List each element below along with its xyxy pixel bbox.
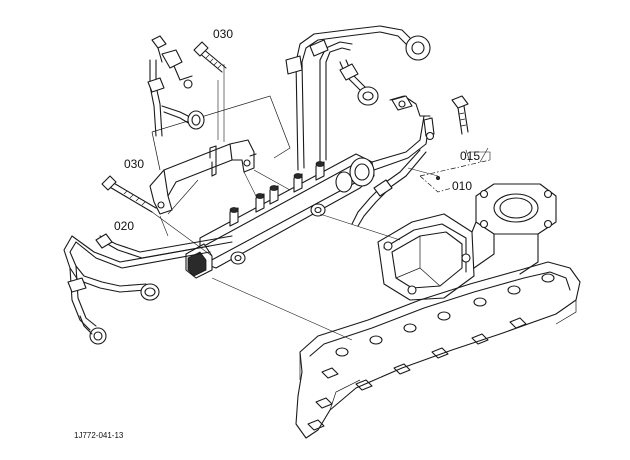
manifold-ports xyxy=(335,273,555,357)
leader-lines xyxy=(151,64,491,341)
injection-pipes-upper-right xyxy=(285,25,431,171)
callout-020: 020 xyxy=(114,219,134,233)
intake-box xyxy=(377,213,475,301)
intake-manifold xyxy=(295,183,581,439)
callout-015: 015 xyxy=(460,149,480,163)
rail-bracket xyxy=(149,139,257,215)
injection-pipes-left xyxy=(63,233,233,345)
bolt-015 xyxy=(451,95,469,135)
drawing-reference-code: 1J772-041-13 xyxy=(74,431,124,440)
clamp-pipe-assembly-upper-left xyxy=(147,35,205,137)
bolt-030-top xyxy=(193,41,227,73)
return-pipe-assembly xyxy=(351,95,435,227)
manifold-lower-bosses xyxy=(307,317,527,431)
bolt-030-left xyxy=(101,175,157,213)
rail-outlet-fittings xyxy=(229,161,325,227)
common-rail xyxy=(185,153,375,279)
callout-030-left: 030 xyxy=(124,157,144,171)
intake-inlet-flange xyxy=(471,183,557,275)
callout-030-top: 030 xyxy=(213,27,233,41)
callout-labels: 030 030 020 015 010 xyxy=(114,27,480,233)
callout-010: 010 xyxy=(452,179,472,193)
bracket-plate-outline xyxy=(151,95,291,171)
